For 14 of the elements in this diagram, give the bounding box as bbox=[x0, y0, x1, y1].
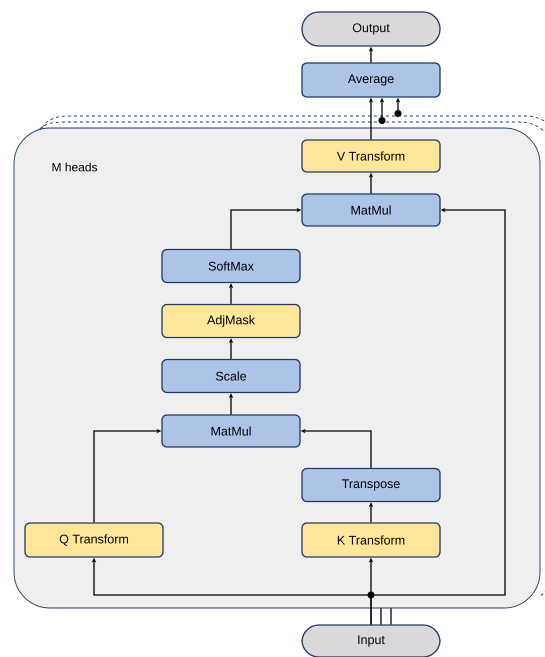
transform-box: V Transform bbox=[301, 139, 441, 173]
transform-box: AdjMask bbox=[161, 304, 301, 338]
transform-box: K Transform bbox=[301, 522, 441, 558]
process-box: MatMul bbox=[301, 193, 441, 227]
process-box: MatMul bbox=[161, 414, 301, 448]
transform-box: Q Transform bbox=[24, 522, 164, 558]
terminal-pill: Output bbox=[301, 11, 441, 47]
process-box: Scale bbox=[161, 358, 301, 394]
connector-line bbox=[390, 608, 392, 624]
process-box: Average bbox=[301, 62, 441, 98]
process-box: Transpose bbox=[301, 468, 441, 502]
connector-line bbox=[380, 608, 382, 624]
terminal-pill: Input bbox=[301, 624, 441, 657]
process-box: SoftMax bbox=[161, 248, 301, 284]
